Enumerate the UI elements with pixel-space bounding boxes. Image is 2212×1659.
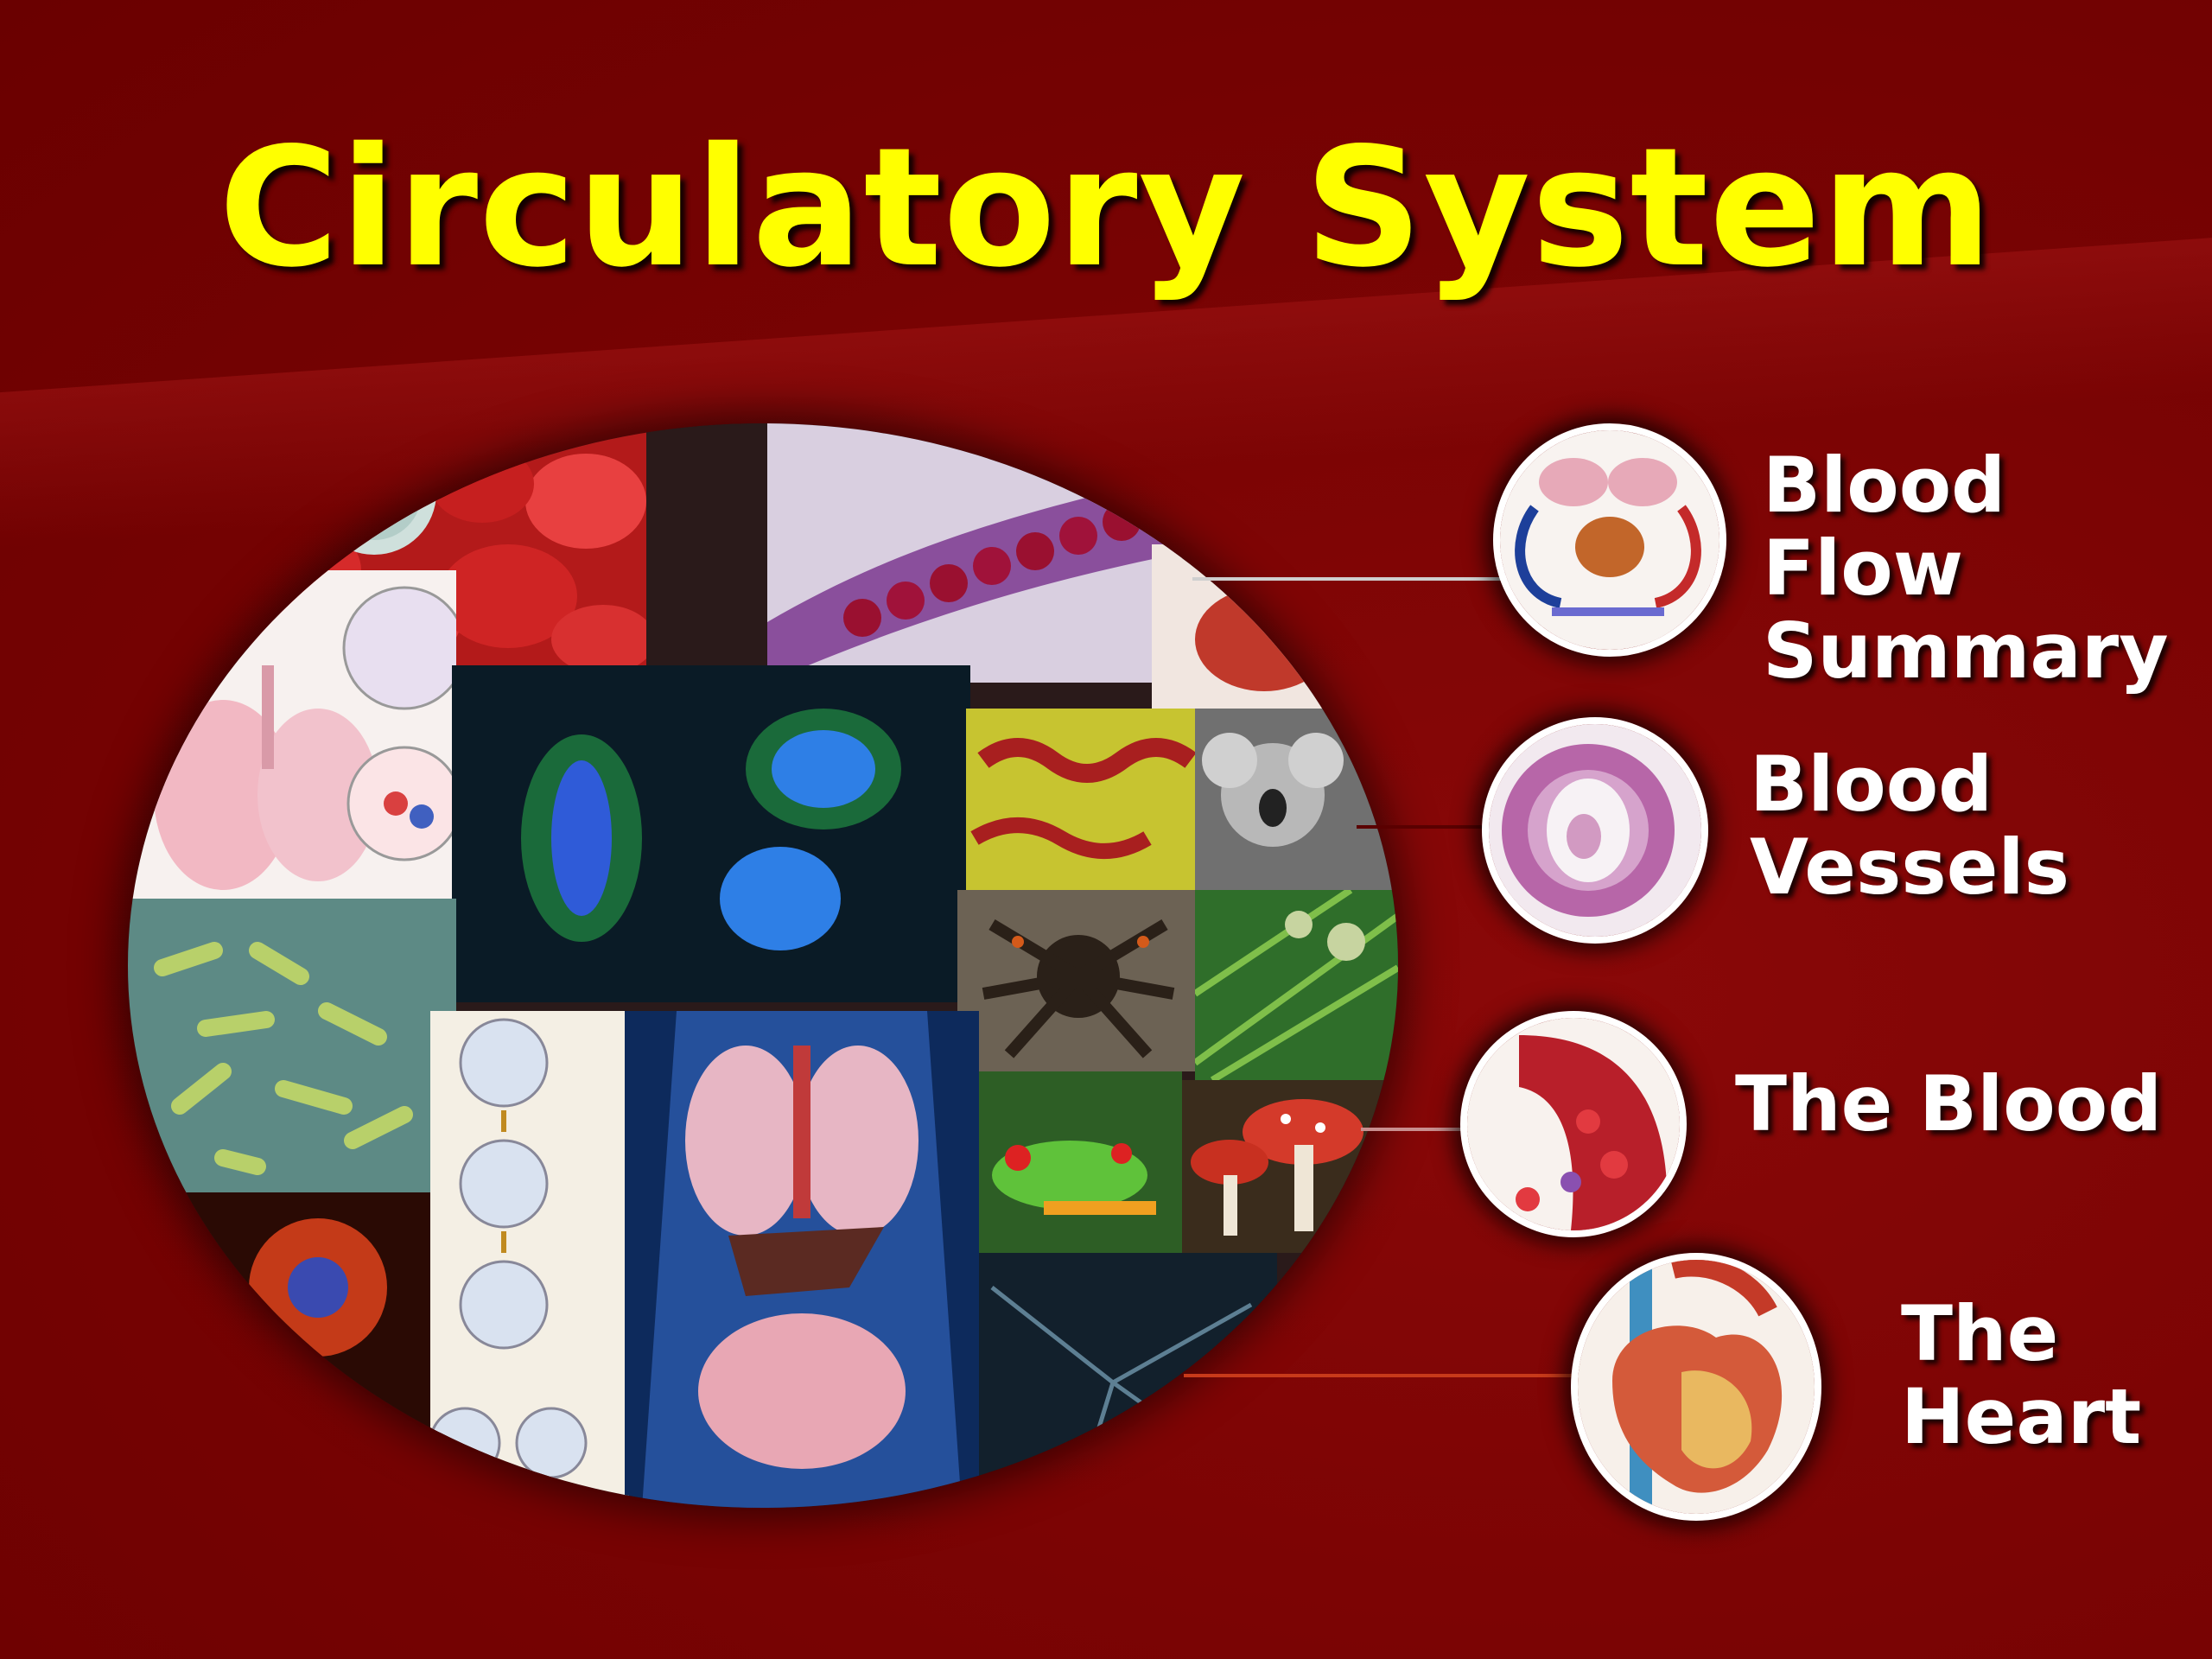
heart-anatomy-icon[interactable] <box>1571 1253 1821 1521</box>
cell-division-fluorescence-image <box>452 665 970 1002</box>
tarantula-image <box>957 890 1195 1071</box>
image-collage <box>128 423 1398 1508</box>
slide-title: Circulatory System <box>218 112 1993 303</box>
lung-diagram-image <box>128 570 456 899</box>
cell-cycle-diagram-image <box>430 1011 629 1508</box>
topic-label-the-blood[interactable]: The Blood <box>1735 1059 2163 1148</box>
bacteria-on-cells-image <box>966 709 1199 890</box>
capillary-image <box>767 423 1182 683</box>
connector-line-blood <box>1361 1128 1473 1131</box>
topic-label-blood-flow-summary[interactable]: Blood Flow Summary <box>1763 441 2169 696</box>
connector-line-heart <box>1184 1374 1573 1377</box>
blood-flow-diagram-icon[interactable] <box>1493 423 1726 657</box>
connector-line-blood-flow <box>1192 577 1503 581</box>
heart-closeup-image <box>1152 544 1359 709</box>
vessel-cross-section-icon[interactable] <box>1482 717 1708 944</box>
fern-image <box>1195 890 1398 1080</box>
neuron-network-image <box>975 1253 1277 1508</box>
fluorescent-cells-image <box>171 1192 430 1508</box>
topic-label-the-heart[interactable]: The Heart <box>1901 1289 2142 1461</box>
red-mushrooms-image <box>1182 1080 1398 1253</box>
tree-frog-image <box>957 1071 1182 1253</box>
topic-label-blood-vessels[interactable]: Blood Vessels <box>1750 740 2069 912</box>
blood-cells-icon[interactable] <box>1460 1011 1687 1237</box>
bacteria-micrograph-image <box>128 899 456 1192</box>
white-blood-cell-image <box>249 423 646 665</box>
connector-line-blood-vessels <box>1357 825 1495 829</box>
human-torso-organs-image <box>625 1011 979 1508</box>
koala-image <box>1195 709 1398 890</box>
